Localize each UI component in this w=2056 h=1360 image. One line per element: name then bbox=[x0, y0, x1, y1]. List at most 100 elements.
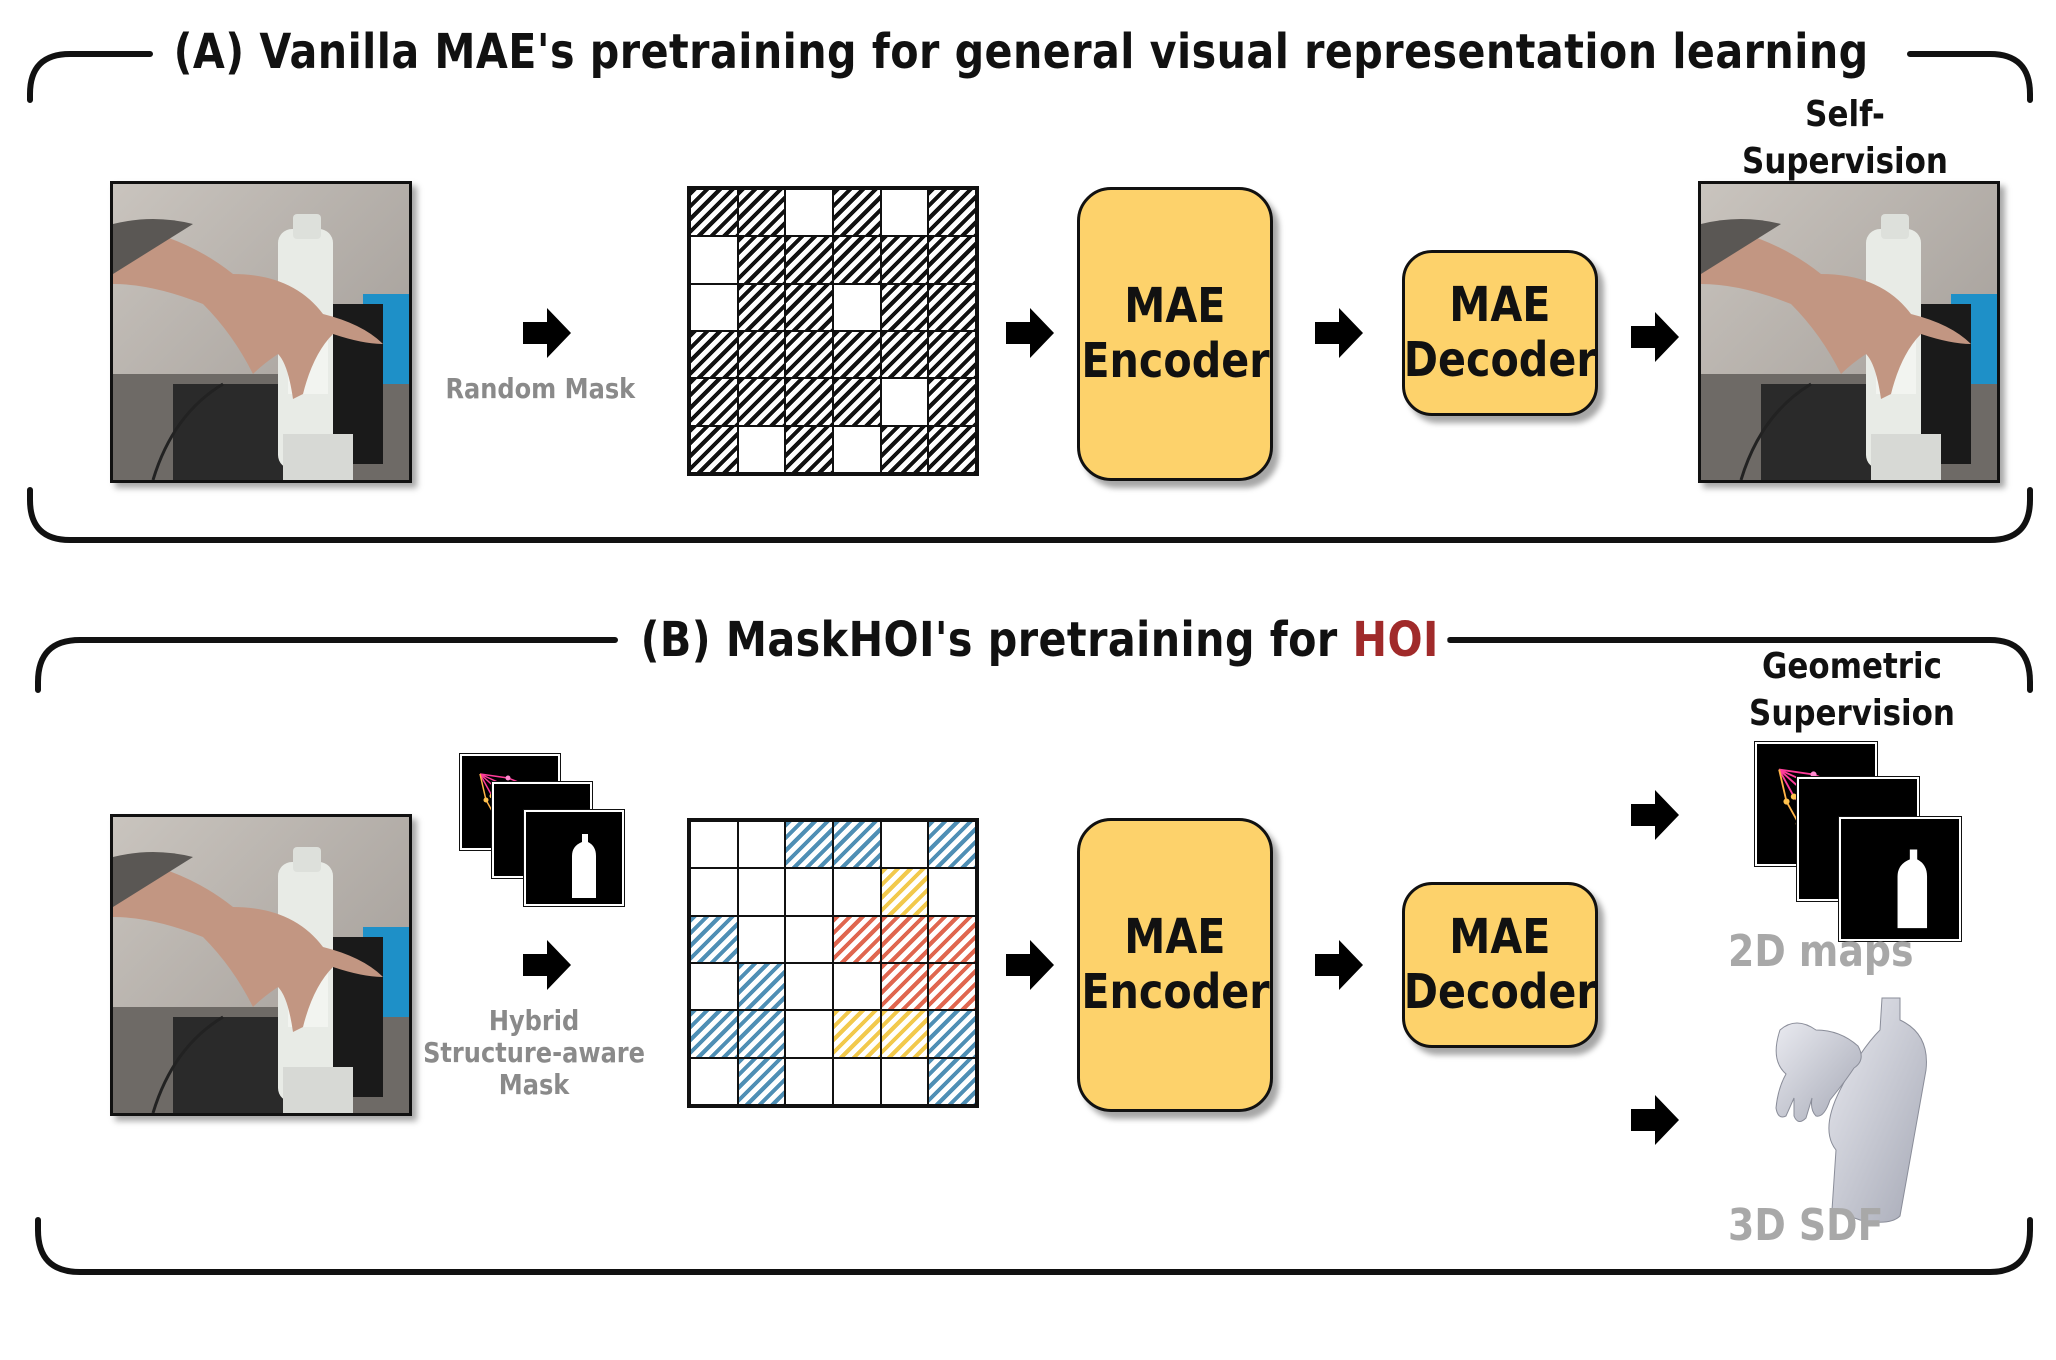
output-2d-maps-label: 2D maps bbox=[1728, 926, 1914, 977]
panel-b-mae-encoder: MAE Encoder bbox=[1077, 818, 1273, 1112]
panel-b-title-prefix: (B) MaskHOI's pretraining for bbox=[640, 612, 1353, 668]
hybrid-mask-cell bbox=[690, 821, 738, 869]
output-3d-sdf-label: 3D SDF bbox=[1728, 1200, 1884, 1251]
panel-b-arrow-2 bbox=[1006, 940, 1054, 990]
hybrid-mask-cell bbox=[737, 821, 786, 869]
panel-a-mae-decoder: MAE Decoder bbox=[1402, 250, 1598, 416]
random-mask-cell bbox=[833, 425, 881, 473]
hybrid-mask-cell bbox=[880, 1010, 929, 1058]
hybrid-mask-cell bbox=[833, 821, 881, 869]
hybrid-mask-caption-line-2: Structure-aware bbox=[423, 1036, 646, 1070]
hybrid-mask-cell bbox=[833, 915, 881, 963]
random-mask-cell bbox=[928, 378, 976, 426]
hybrid-mask-cell bbox=[785, 1010, 833, 1058]
random-mask-cell bbox=[833, 189, 881, 237]
hybrid-mask-cell bbox=[880, 868, 929, 916]
panel-a-frame-top-right bbox=[1907, 51, 2033, 103]
random-mask-cell bbox=[833, 330, 881, 379]
random-mask-cell bbox=[928, 189, 976, 237]
hybrid-mask-cell bbox=[785, 915, 833, 963]
random-mask-cell bbox=[737, 283, 786, 331]
random-mask-cell bbox=[928, 283, 976, 331]
random-mask-cell bbox=[690, 425, 738, 473]
hybrid-mask-cell bbox=[833, 1057, 881, 1105]
random-mask-cell bbox=[880, 425, 929, 473]
panel-b-title: (B) MaskHOI's pretraining for HOI bbox=[632, 612, 1448, 668]
hybrid-mask-cell bbox=[737, 962, 786, 1011]
random-mask-cell bbox=[880, 236, 929, 284]
hybrid-mask-cell bbox=[785, 962, 833, 1011]
hybrid-mask-cell bbox=[737, 915, 786, 963]
self-supervision-label: Self- Supervision bbox=[1742, 92, 1948, 186]
random-mask-cell bbox=[785, 283, 833, 331]
hybrid-mask-cell bbox=[880, 821, 929, 869]
hybrid-mask-caption-line-1: Hybrid bbox=[488, 1004, 580, 1037]
panel-a-encoder-label-1: MAE bbox=[1124, 277, 1226, 334]
hybrid-mask-cell bbox=[833, 868, 881, 916]
hybrid-mask-caption-line-3: Mask bbox=[498, 1068, 570, 1102]
panel-b-frame-bottom bbox=[35, 1217, 2033, 1275]
input-structure-maps bbox=[460, 754, 630, 924]
hybrid-mask-cell bbox=[785, 868, 833, 916]
random-mask-cell bbox=[737, 378, 786, 426]
hybrid-mask-cell bbox=[928, 868, 976, 916]
hybrid-mask-cell bbox=[833, 962, 881, 1011]
panel-b-arrow-5 bbox=[1631, 1095, 1679, 1145]
random-mask-cell bbox=[690, 378, 738, 426]
hybrid-mask-cell bbox=[690, 868, 738, 916]
hybrid-mask-cell bbox=[928, 1057, 976, 1105]
panel-a-arrow-1 bbox=[523, 308, 571, 358]
output-3d-sdf-render bbox=[1775, 997, 1927, 1223]
geometric-supervision-label: Geometric Supervision bbox=[1740, 644, 1964, 738]
hybrid-mask-grid bbox=[687, 818, 979, 1108]
panel-b-frame-top-right bbox=[1447, 637, 2033, 693]
random-mask-cell bbox=[785, 330, 833, 379]
random-mask-caption: Random Mask bbox=[445, 372, 636, 405]
random-mask-cell bbox=[928, 425, 976, 473]
panel-a-decoder-label-1: MAE bbox=[1449, 276, 1551, 333]
random-mask-cell bbox=[785, 378, 833, 426]
panel-a-arrow-4 bbox=[1631, 312, 1679, 362]
random-mask-cell bbox=[928, 330, 976, 379]
random-mask-grid bbox=[687, 186, 979, 476]
panel-a-title: (A) Vanilla MAE's pretraining for genera… bbox=[165, 24, 1878, 80]
panel-a-arrow-3 bbox=[1315, 308, 1363, 358]
output-object-mask-map bbox=[1839, 817, 1961, 941]
hybrid-mask-cell bbox=[928, 1010, 976, 1058]
panel-b-encoder-label-2: Encoder bbox=[1080, 964, 1270, 1020]
panel-b-decoder-label-2: Decoder bbox=[1403, 964, 1597, 1020]
hybrid-mask-cell bbox=[880, 915, 929, 963]
object-mask-map bbox=[524, 810, 624, 906]
panel-a-reconstructed-image bbox=[1698, 181, 2000, 483]
self-supervision-line-1: Self- bbox=[1805, 94, 1885, 135]
hybrid-mask-cell bbox=[737, 1010, 786, 1058]
panel-a-decoder-label-2: Decoder bbox=[1403, 332, 1597, 388]
random-mask-cell bbox=[690, 330, 738, 379]
panel-a-frame-bottom bbox=[27, 487, 2033, 543]
random-mask-cell bbox=[833, 378, 881, 426]
hybrid-mask-cell bbox=[785, 821, 833, 869]
hybrid-mask-cell bbox=[690, 915, 738, 963]
random-mask-cell bbox=[833, 283, 881, 331]
panel-a-arrow-2 bbox=[1006, 308, 1054, 358]
random-mask-cell bbox=[737, 236, 786, 284]
random-mask-cell bbox=[690, 236, 738, 284]
self-supervision-line-2: Supervision bbox=[1742, 140, 1948, 182]
panel-b-arrow-4 bbox=[1631, 790, 1679, 840]
hybrid-mask-cell bbox=[737, 868, 786, 916]
random-mask-cell bbox=[785, 425, 833, 473]
random-mask-cell bbox=[880, 330, 929, 379]
random-mask-cell bbox=[690, 283, 738, 331]
random-mask-cell bbox=[880, 283, 929, 331]
hybrid-mask-cell bbox=[928, 821, 976, 869]
hybrid-mask-cell bbox=[785, 1057, 833, 1105]
random-mask-cell bbox=[737, 425, 786, 473]
hybrid-mask-cell bbox=[690, 1057, 738, 1105]
hybrid-mask-cell bbox=[928, 915, 976, 963]
geometric-supervision-line-1: Geometric bbox=[1762, 646, 1942, 687]
panel-a-mae-encoder: MAE Encoder bbox=[1077, 187, 1273, 481]
panel-b-decoder-label-1: MAE bbox=[1449, 908, 1551, 965]
hybrid-mask-cell bbox=[880, 962, 929, 1011]
random-mask-cell bbox=[833, 236, 881, 284]
geometric-supervision-line-2: Supervision bbox=[1749, 692, 1955, 734]
